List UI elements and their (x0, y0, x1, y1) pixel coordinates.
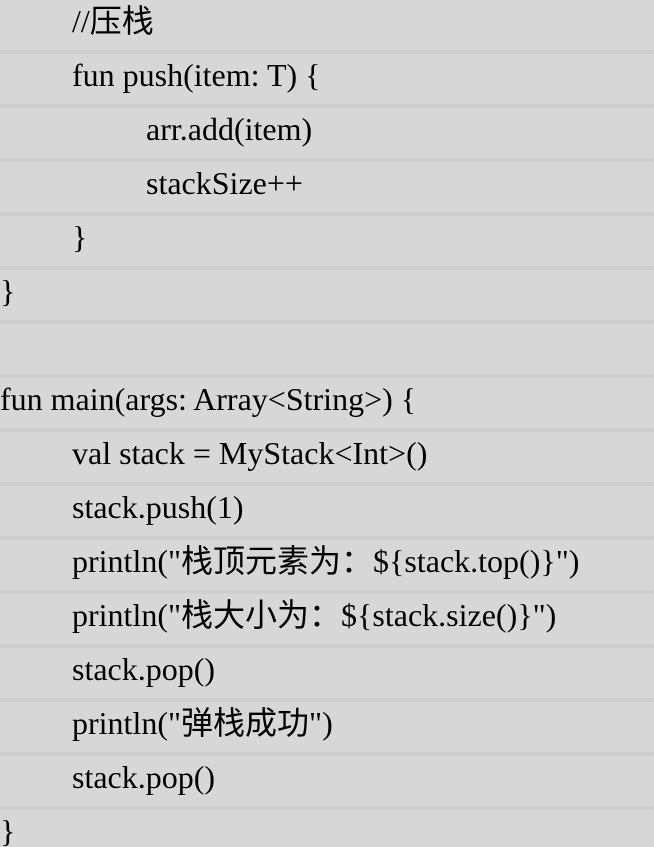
code-line-close-class: } (0, 273, 16, 309)
code-block: //压栈 fun push(item: T) { arr.add(item) s… (0, 3, 654, 847)
code-line-println-pop: println("弹栈成功") (72, 705, 333, 741)
code-line-pop-1: stack.pop() (72, 651, 216, 687)
code-line-fun-main: fun main(args: Array<String>) { (0, 381, 417, 417)
code-line-val-stack: val stack = MyStack<Int>() (72, 435, 428, 471)
code-line-close-main: } (0, 813, 16, 847)
code-line-comment: //压栈 (72, 3, 154, 39)
code-line-arr-add: arr.add(item) (146, 111, 313, 147)
code-line-pop-2: stack.pop() (72, 759, 216, 795)
code-line-println-top: println("栈顶元素为：${stack.top()}") (72, 543, 580, 579)
code-line-push-1: stack.push(1) (72, 489, 244, 525)
code-line-fun-push: fun push(item: T) { (72, 57, 321, 93)
code-line-close-push: } (72, 219, 88, 255)
code-line-blank (0, 318, 654, 372)
code-line-println-size: println("栈大小为：${stack.size()}") (72, 597, 557, 633)
code-line-stacksize: stackSize++ (146, 165, 303, 201)
